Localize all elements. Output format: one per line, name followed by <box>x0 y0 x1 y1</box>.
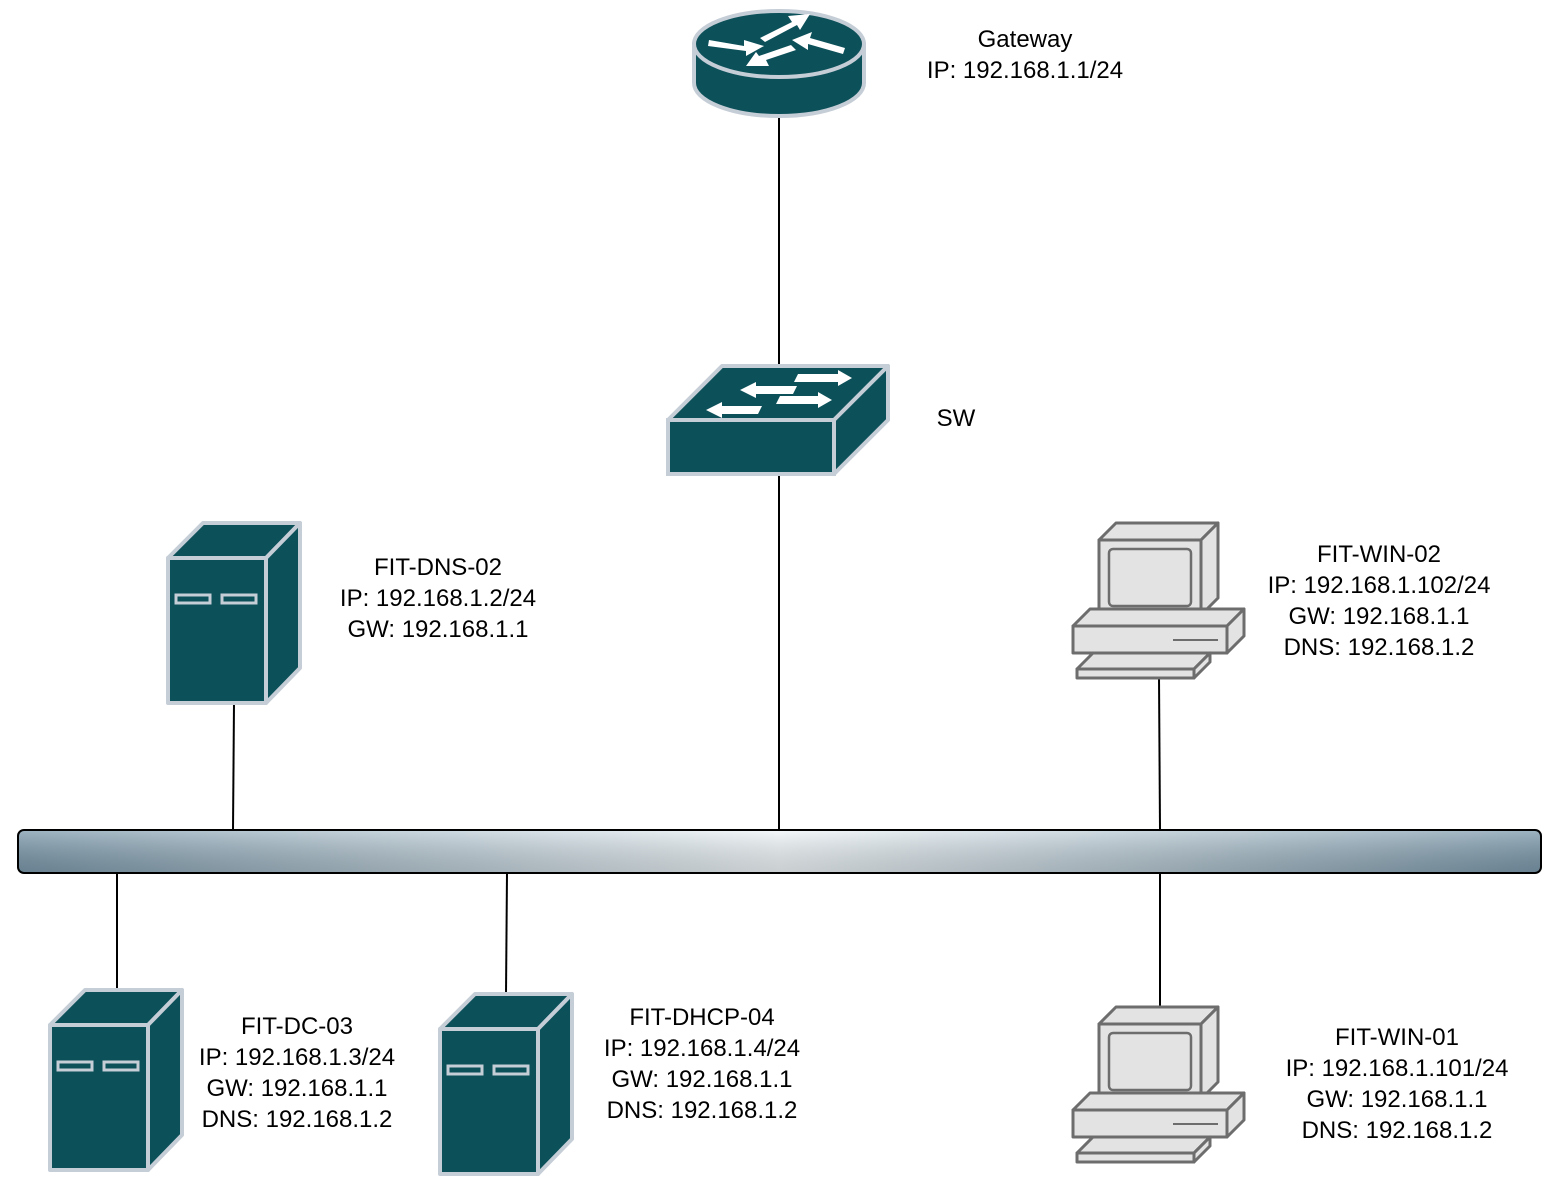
link-dhcp-bus <box>505 872 508 995</box>
server-icon <box>48 988 184 1172</box>
node-ip: IP: 192.168.1.101/24 <box>1285 1055 1509 1082</box>
node-label-gateway: Gateway IP: 192.168.1.1/24 <box>905 24 1145 86</box>
network-bus <box>17 829 1542 874</box>
link-win02-bus <box>1158 676 1161 831</box>
node-dns: DNS: 192.168.1.2 <box>1301 1117 1493 1144</box>
workstation-icon <box>1071 1005 1246 1164</box>
node-name: FIT-WIN-01 <box>1335 1024 1459 1051</box>
node-name: FIT-DC-03 <box>240 1013 353 1040</box>
node-ip: IP: 192.168.1.102/24 <box>1267 572 1491 599</box>
node-ip: IP: 192.168.1.3/24 <box>198 1044 396 1071</box>
link-dc-bus <box>116 872 233 990</box>
node-name: SW <box>936 405 976 432</box>
switch-icon <box>666 364 890 476</box>
node-dns: DNS: 192.168.1.2 <box>1283 634 1475 661</box>
node-ip: IP: 192.168.1.2/24 <box>339 585 537 612</box>
node-ip: IP: 192.168.1.4/24 <box>603 1035 801 1062</box>
node-gw: GW: 192.168.1.1 <box>1288 603 1470 630</box>
workstation-icon <box>1071 521 1246 680</box>
node-name: Gateway <box>977 26 1073 53</box>
node-label-win01: FIT-WIN-01 IP: 192.168.1.101/24 GW: 192.… <box>1262 1022 1532 1146</box>
node-label-dhcp: FIT-DHCP-04 IP: 192.168.1.4/24 GW: 192.1… <box>577 1002 827 1126</box>
node-gw: GW: 192.168.1.1 <box>611 1066 793 1093</box>
server-icon <box>166 521 302 705</box>
node-dns: DNS: 192.168.1.2 <box>201 1106 393 1133</box>
node-label-dc: FIT-DC-03 IP: 192.168.1.3/24 GW: 192.168… <box>172 1011 422 1135</box>
node-gw: GW: 192.168.1.1 <box>1306 1086 1488 1113</box>
node-label-win02: FIT-WIN-02 IP: 192.168.1.102/24 GW: 192.… <box>1244 539 1514 663</box>
router-icon <box>692 9 866 118</box>
node-gw: GW: 192.168.1.1 <box>347 616 529 643</box>
node-dns: DNS: 192.168.1.2 <box>606 1097 798 1124</box>
node-name: FIT-WIN-02 <box>1317 541 1441 568</box>
node-gw: GW: 192.168.1.1 <box>206 1075 388 1102</box>
node-ip: IP: 192.168.1.1/24 <box>926 57 1124 84</box>
link-dns-bus <box>232 702 235 831</box>
node-name: FIT-DNS-02 <box>373 554 502 581</box>
server-icon <box>438 992 574 1176</box>
node-label-switch: SW <box>916 403 996 434</box>
node-label-dns: FIT-DNS-02 IP: 192.168.1.2/24 GW: 192.16… <box>318 552 558 645</box>
node-name: FIT-DHCP-04 <box>629 1004 775 1031</box>
